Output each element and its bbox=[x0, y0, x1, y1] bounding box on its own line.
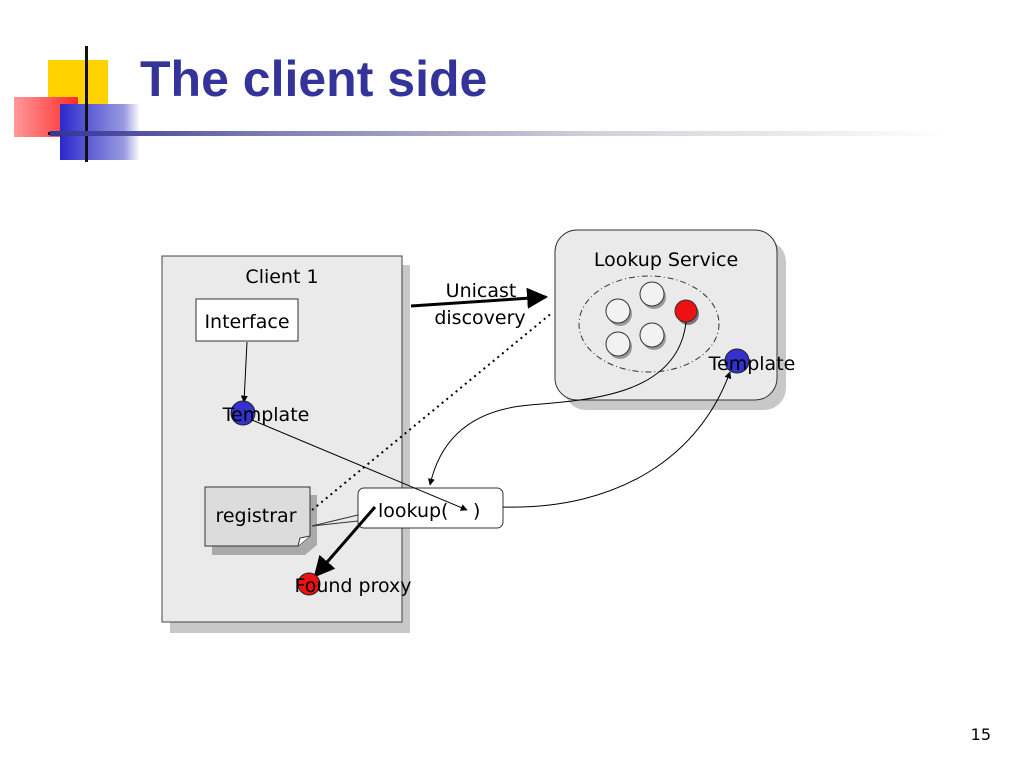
interface-box: Interface bbox=[195, 298, 299, 342]
page-number: 15 bbox=[970, 725, 991, 744]
lookup-to-service-template-arrow bbox=[502, 371, 732, 508]
registrar-link-dotted bbox=[311, 311, 554, 511]
proxy-return-arrow bbox=[427, 321, 687, 486]
registrar-box: registrar bbox=[204, 486, 317, 555]
registered-service-node bbox=[605, 331, 632, 359]
lookup-close-paren: ) bbox=[473, 500, 480, 522]
logo-vertical-bar bbox=[85, 46, 88, 162]
template-to-lookup-arrow bbox=[251, 419, 468, 511]
interface-label: Interface bbox=[204, 311, 289, 333]
lookup-service-box: Lookup Service bbox=[554, 229, 786, 410]
lookup-to-found-proxy-arrow bbox=[313, 506, 377, 578]
interface-to-template-arrow bbox=[240, 341, 248, 403]
client-template-label: Template bbox=[222, 404, 310, 426]
found-proxy-node: Found proxy bbox=[294, 572, 412, 597]
title-underline bbox=[50, 131, 950, 136]
service-template-label: Template bbox=[708, 353, 796, 375]
lookup-call-bubble: lookup( ) bbox=[311, 487, 504, 529]
client-template-node: Template bbox=[222, 400, 310, 426]
lookup-label: lookup( bbox=[378, 500, 448, 522]
matched-service-proxy-node bbox=[674, 299, 699, 325]
slide-title: The client side bbox=[140, 51, 488, 107]
unicast-label-line1: Unicast bbox=[446, 280, 517, 302]
found-proxy-label: Found proxy bbox=[294, 575, 411, 597]
registered-service-node bbox=[605, 298, 632, 326]
client-box-label: Client 1 bbox=[245, 266, 318, 288]
registered-service-node bbox=[639, 281, 666, 309]
service-registry-ellipse bbox=[578, 275, 720, 373]
registrar-label: registrar bbox=[215, 505, 296, 527]
registered-service-node bbox=[639, 322, 666, 350]
service-template-node: Template bbox=[708, 348, 796, 375]
unicast-label-line2: discovery bbox=[434, 307, 525, 329]
unicast-discovery-arrow bbox=[410, 287, 549, 309]
lookup-service-label: Lookup Service bbox=[594, 249, 738, 271]
